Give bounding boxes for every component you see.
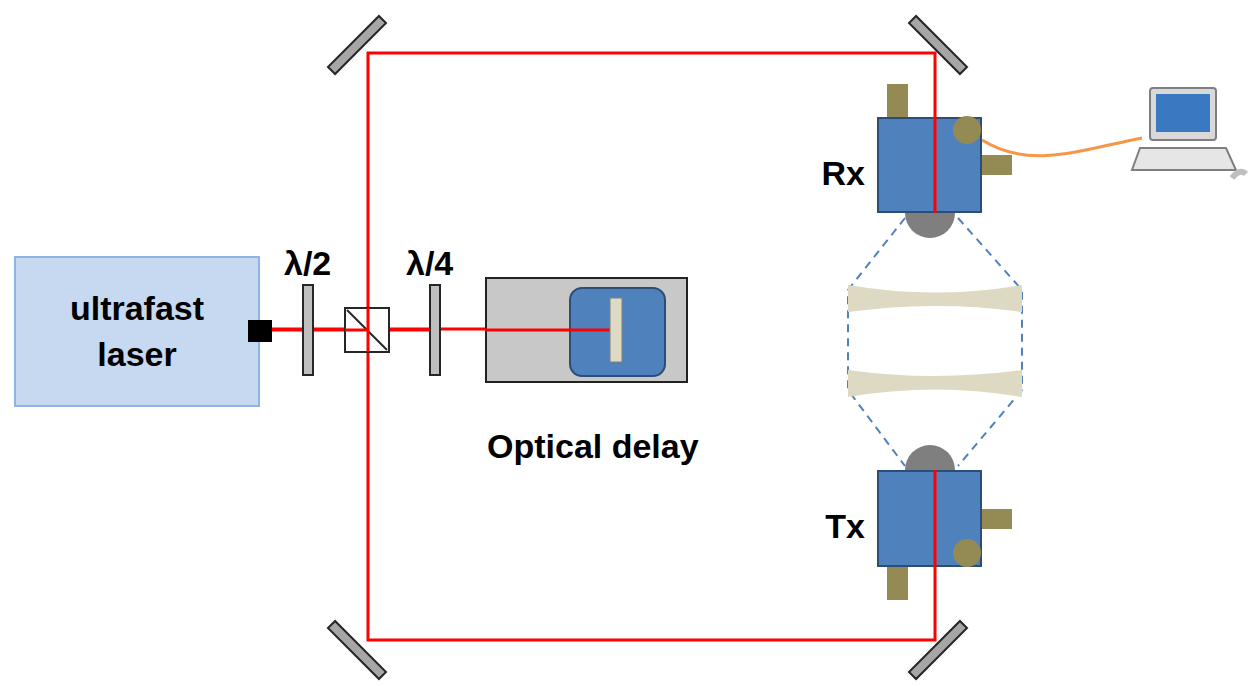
cable <box>982 138 1142 156</box>
quarter-waveplate <box>430 285 440 375</box>
transmitter-antenna: Tx <box>877 470 982 567</box>
lens <box>848 285 1022 312</box>
laser-box: ultrafast laser <box>14 256 260 407</box>
laser-output <box>248 320 272 342</box>
node-label: Tx <box>825 507 865 546</box>
mirrors <box>328 16 967 679</box>
half-waveplate <box>303 285 313 375</box>
half-waveplate <box>303 285 313 375</box>
node-label: Rx <box>822 154 865 193</box>
receiver-antenna: Rx <box>877 117 982 213</box>
optical-delay-box: Optical delay <box>485 277 688 383</box>
waveplate-label: λ/2 <box>284 244 331 283</box>
beam-splitter <box>345 308 389 352</box>
waveplate-label: λ/4 <box>406 244 453 283</box>
thz-beam <box>848 218 1022 466</box>
delay-stage <box>570 288 665 376</box>
lens <box>848 370 1022 397</box>
laptop-icon <box>1132 88 1246 178</box>
laser-beam <box>260 328 485 331</box>
delay-mirror <box>610 298 622 362</box>
node-label: ultrafast laser <box>26 286 248 378</box>
quarter-waveplate <box>430 285 440 375</box>
node-label: Optical delay <box>487 427 699 466</box>
